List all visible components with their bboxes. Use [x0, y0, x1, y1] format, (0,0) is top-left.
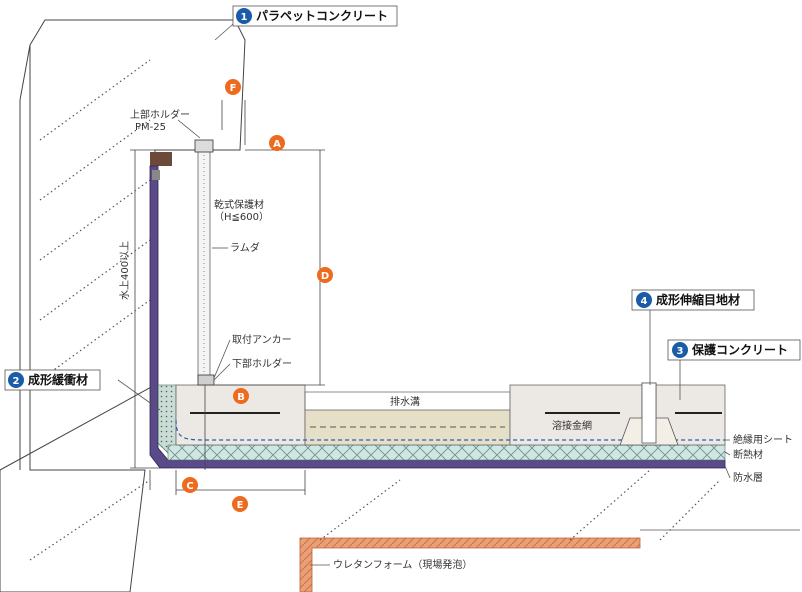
svg-text:4: 4 [641, 296, 648, 307]
label-welded-mesh: 溶接金網 [552, 419, 592, 432]
label-anchor: 取付アンカー [232, 333, 292, 346]
svg-text:保護コンクリート: 保護コンクリート [691, 342, 788, 357]
callout-protective: 3 保護コンクリート [667, 339, 801, 361]
callout-joint: 4 成形伸縮目地材 [631, 289, 755, 311]
svg-text:E: E [237, 500, 244, 511]
svg-text:成形緩衝材: 成形緩衝材 [28, 372, 88, 387]
svg-text:A: A [273, 139, 281, 150]
label-urethane: ウレタンフォーム（現場発泡） [333, 558, 472, 571]
protective-concrete [175, 384, 726, 446]
label-pm25: PM-25 [135, 122, 166, 133]
label-upper-holder: 上部ホルダー [130, 108, 190, 121]
svg-text:2: 2 [13, 376, 20, 387]
label-lower-holder: 下部ホルダー [232, 357, 292, 370]
svg-text:C: C [186, 481, 193, 492]
parapet-cap [150, 152, 172, 166]
dry-protection-board [152, 139, 215, 386]
badge-d: D [317, 267, 333, 283]
svg-text:3: 3 [677, 346, 684, 357]
insulation-layer [167, 444, 726, 461]
badge-c: C [182, 477, 198, 493]
callout-parapet: 1 パラペットコンクリート [232, 5, 398, 27]
molded-buffer [157, 384, 177, 454]
callout-buffer: 2 成形緩衝材 [4, 369, 101, 391]
badge-e: E [232, 496, 248, 512]
leader-lines [117, 17, 731, 566]
label-dry-protection-h: （H≦600） [214, 211, 269, 223]
badge-b: B [233, 388, 249, 404]
label-insulation: 断熱材 [733, 448, 763, 461]
svg-text:D: D [321, 271, 329, 282]
svg-text:1: 1 [241, 12, 248, 23]
svg-text:B: B [237, 392, 245, 403]
insulation-sheet-line [175, 419, 725, 441]
svg-text:F: F [230, 83, 237, 94]
svg-text:成形伸縮目地材: 成形伸縮目地材 [656, 292, 740, 307]
dimension-lines [130, 100, 325, 495]
badge-a: A [269, 135, 285, 151]
molded-joint [619, 382, 679, 446]
label-height-note: 水上400以上 [119, 241, 131, 300]
label-lambda: ラムダ [230, 241, 260, 254]
label-waterproof: 防水層 [733, 471, 763, 484]
urethane-foam [299, 469, 800, 592]
label-drain: 排水溝 [390, 395, 420, 408]
label-dry-protection: 乾式保護材 [214, 198, 264, 211]
svg-text:パラペットコンクリート: パラペットコンクリート [256, 9, 388, 23]
label-insulation-sheet: 絶縁用シート [733, 433, 793, 446]
badge-f: F [225, 79, 241, 95]
